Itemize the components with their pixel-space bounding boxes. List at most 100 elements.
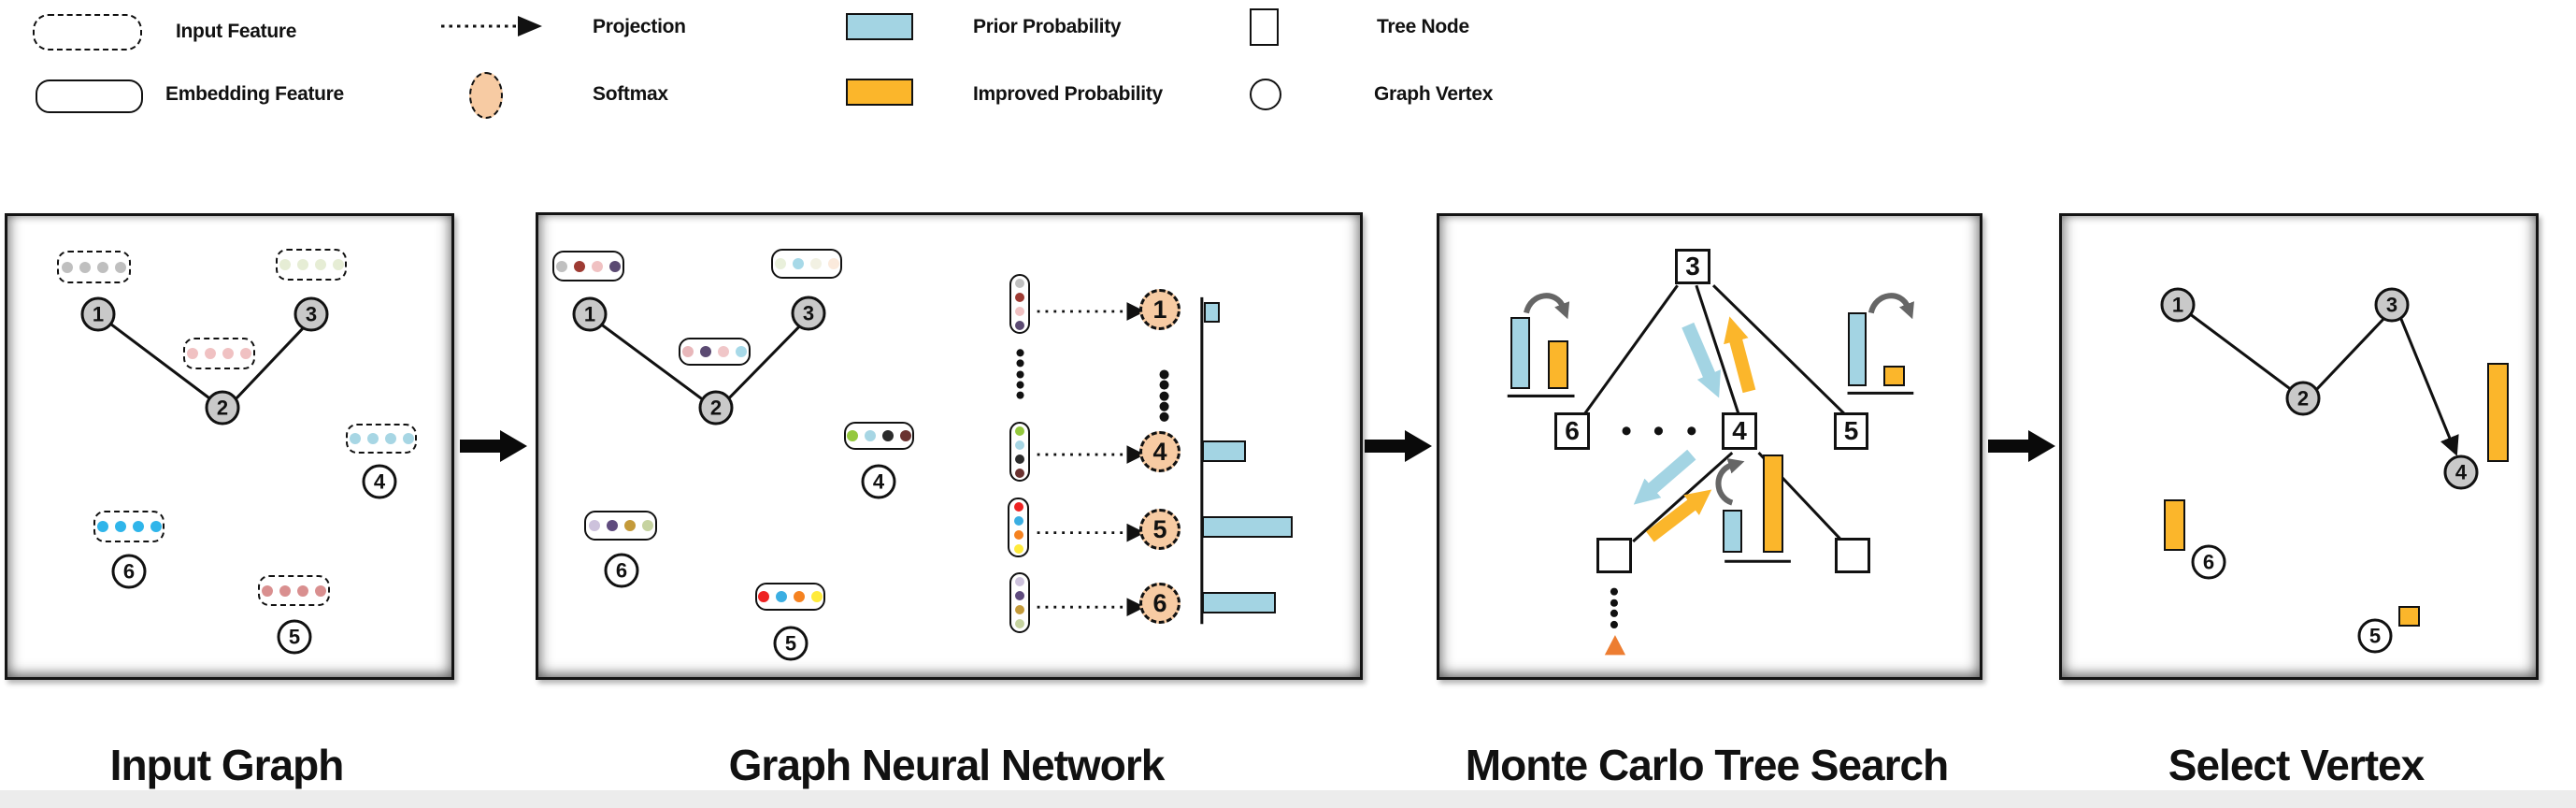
prior-bar-node6 bbox=[1510, 317, 1530, 389]
feature-dot bbox=[1013, 515, 1023, 526]
graph-vertex-1: 1 bbox=[572, 296, 608, 332]
bar-baselines bbox=[1507, 391, 1914, 563]
feature-dot bbox=[332, 259, 344, 270]
embedding-box-v4 bbox=[844, 422, 914, 450]
improved-bar-v5 bbox=[2398, 606, 2420, 627]
feature-dot bbox=[606, 520, 618, 531]
embedding-feature-swatch-icon bbox=[36, 79, 143, 113]
feature-dot bbox=[296, 259, 308, 270]
tree-edges bbox=[1582, 284, 1847, 543]
tree-node-4: 4 bbox=[1722, 412, 1757, 450]
feature-dot bbox=[1015, 454, 1024, 464]
selection-arrow-blue-icon bbox=[1633, 449, 1696, 505]
feature-dot bbox=[809, 258, 822, 269]
feature-dot bbox=[827, 258, 839, 269]
feature-dot bbox=[794, 591, 805, 602]
feature-dot bbox=[1013, 543, 1023, 554]
graph-vertex-6: 6 bbox=[604, 553, 639, 588]
prior-bar-node4-children bbox=[1723, 510, 1742, 553]
tree-node-6: 6 bbox=[1554, 412, 1590, 450]
feature-dot bbox=[641, 520, 653, 531]
legend-label-projection: Projection bbox=[593, 16, 686, 37]
flow-arrow-1-icon bbox=[460, 430, 527, 462]
feature-dot bbox=[1015, 468, 1024, 478]
panel-title-gnn: Graph Neural Network bbox=[728, 741, 1166, 789]
softmax-circle-4: 4 bbox=[1139, 431, 1181, 472]
legend-label-tree-node: Tree Node bbox=[1377, 16, 1469, 37]
feature-dot bbox=[1013, 529, 1023, 540]
tree-node-swatch-icon bbox=[1250, 8, 1279, 46]
graph-vertex-swatch-icon bbox=[1250, 79, 1281, 110]
rollout-triangle-icon bbox=[1604, 635, 1626, 656]
input-feature-box-v5 bbox=[258, 575, 330, 606]
selection-arrow-blue-icon bbox=[1682, 322, 1721, 398]
feature-dot bbox=[96, 521, 108, 532]
legend-label-input-feature: Input Feature bbox=[176, 21, 297, 42]
panel-title-mcts: Monte Carlo Tree Search bbox=[1465, 741, 1949, 789]
update-arrow-gray-icon bbox=[1868, 293, 1914, 320]
feature-dot bbox=[132, 521, 144, 532]
prior-bar-v1 bbox=[1204, 302, 1220, 323]
panel-title-input-graph: Input Graph bbox=[109, 741, 345, 789]
feature-dot bbox=[97, 261, 108, 273]
embedding-box-v1 bbox=[552, 251, 624, 281]
graph-vertex-1: 1 bbox=[2160, 287, 2196, 323]
feature-dot bbox=[1015, 619, 1024, 628]
feature-dot bbox=[366, 433, 379, 444]
improved-bar-v4 bbox=[2487, 363, 2509, 462]
ellipsis-dots-embeddings-icon bbox=[1016, 349, 1024, 399]
feature-dot bbox=[588, 520, 600, 531]
graph-vertex-4: 4 bbox=[2443, 454, 2479, 490]
graph-vertex-3: 3 bbox=[791, 296, 826, 331]
feature-dot bbox=[623, 520, 636, 531]
softmax-circle-6: 6 bbox=[1139, 583, 1181, 624]
feature-dot bbox=[792, 258, 804, 269]
embedding-vector-v6 bbox=[1009, 572, 1030, 633]
feature-dot bbox=[314, 259, 326, 270]
ellipsis-dots-vertical-icon bbox=[1610, 587, 1618, 629]
feature-dot bbox=[187, 348, 198, 359]
backup-arrow-yellow-icon bbox=[1724, 316, 1756, 394]
input-feature-box-v2 bbox=[183, 338, 255, 369]
improved-bar-node4-children bbox=[1763, 454, 1783, 553]
feature-dot bbox=[1015, 306, 1024, 316]
feature-dot bbox=[1013, 501, 1023, 512]
feature-dot bbox=[847, 430, 858, 441]
feature-dot bbox=[1015, 605, 1024, 614]
embedding-box-v3 bbox=[771, 249, 842, 279]
select-vertex-edges-layer bbox=[2178, 305, 2459, 456]
prior-bar-v4 bbox=[1202, 440, 1246, 462]
feature-dot bbox=[240, 348, 251, 359]
input-feature-box-v6 bbox=[93, 511, 165, 542]
embedding-vector-v1 bbox=[1009, 274, 1030, 334]
graph-vertex-4: 4 bbox=[362, 464, 397, 499]
ellipsis-dots-softmax-icon bbox=[1159, 369, 1169, 422]
feature-dot bbox=[205, 348, 216, 359]
feature-dot bbox=[1015, 278, 1024, 288]
tree-node-leaf-left bbox=[1596, 538, 1632, 573]
improved-probability-swatch-icon bbox=[846, 79, 913, 106]
feature-dot bbox=[62, 261, 73, 273]
tree-node-3: 3 bbox=[1675, 249, 1710, 284]
mcts-edges-layer bbox=[1507, 284, 1914, 656]
legend-label-improved-probability: Improved Probability bbox=[973, 83, 1163, 105]
feature-dot bbox=[1015, 426, 1024, 436]
backup-arrow-yellow-icon bbox=[1646, 489, 1712, 542]
graph-vertex-3: 3 bbox=[2374, 287, 2410, 323]
feature-dot bbox=[865, 430, 876, 441]
graph-vertex-1: 1 bbox=[80, 296, 116, 332]
improved-bar-v6 bbox=[2164, 499, 2185, 551]
feature-dot bbox=[115, 261, 126, 273]
embedding-box-v6 bbox=[584, 511, 657, 541]
feature-dot bbox=[700, 346, 711, 357]
improved-bar-node5 bbox=[1883, 366, 1905, 386]
input-feature-swatch-icon bbox=[33, 14, 142, 50]
panel-input-graph: 1 3 2 4 6 5 bbox=[5, 213, 454, 680]
prior-bar-v5 bbox=[1202, 516, 1293, 538]
feature-dot bbox=[718, 346, 729, 357]
feature-dot bbox=[297, 584, 308, 597]
feature-dot bbox=[900, 430, 911, 441]
prior-bar-node5 bbox=[1848, 312, 1867, 386]
feature-dot bbox=[609, 260, 621, 272]
update-arrow-gray-icon bbox=[1524, 293, 1570, 320]
